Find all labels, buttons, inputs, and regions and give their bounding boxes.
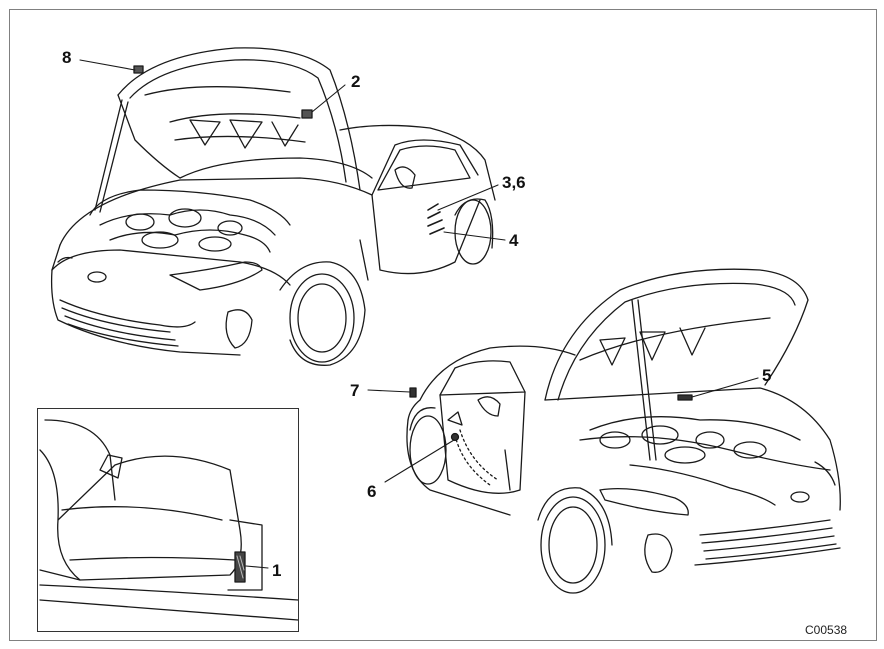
headlight	[599, 488, 689, 516]
leader-2	[311, 84, 346, 113]
seat-inset-frame	[37, 408, 299, 632]
side-mirror	[477, 396, 501, 417]
leader-6	[384, 439, 455, 483]
door-jamb-label-6	[450, 432, 460, 442]
front-wheel	[540, 496, 606, 594]
headlight	[169, 261, 263, 291]
front-wheel	[279, 261, 366, 366]
rear-wheel	[409, 415, 447, 485]
door	[439, 391, 526, 494]
hood-label-2	[301, 109, 313, 119]
callout-3-6: 3,6	[502, 173, 526, 192]
leader-4	[443, 231, 506, 241]
door	[371, 194, 481, 275]
callout-7: 7	[350, 381, 360, 400]
figure-frame	[9, 9, 877, 641]
callout-2: 2	[351, 72, 361, 91]
car-front-right-view	[406, 268, 841, 594]
callout-8: 8	[62, 48, 72, 67]
door-handle	[447, 411, 463, 426]
callout-6: 6	[367, 482, 377, 501]
figure-code: C00538	[805, 623, 848, 637]
hood-outer-edge	[544, 268, 809, 401]
callout-4: 4	[509, 231, 519, 250]
side-mirror	[394, 166, 416, 189]
hood-outer-edge	[117, 47, 361, 191]
roof-line	[419, 345, 576, 401]
callout-1: 1	[272, 561, 282, 580]
leader-1	[245, 565, 269, 569]
leader-5	[691, 377, 759, 398]
leader-3-6	[437, 184, 499, 211]
rear-wheel	[454, 199, 492, 265]
headrest-post	[99, 454, 123, 479]
callout-5: 5	[762, 366, 772, 385]
window-frame	[439, 360, 526, 396]
roof-line	[339, 124, 496, 201]
underhood-label-5	[677, 394, 693, 401]
leader-7	[367, 389, 411, 393]
window-frame	[371, 139, 479, 196]
car-front-left-view	[50, 47, 496, 366]
leader-8	[79, 59, 136, 71]
seat-inset	[39, 419, 299, 621]
leader-lines	[79, 59, 759, 569]
rear-label-7	[409, 387, 417, 398]
hood-label-8	[133, 65, 144, 74]
